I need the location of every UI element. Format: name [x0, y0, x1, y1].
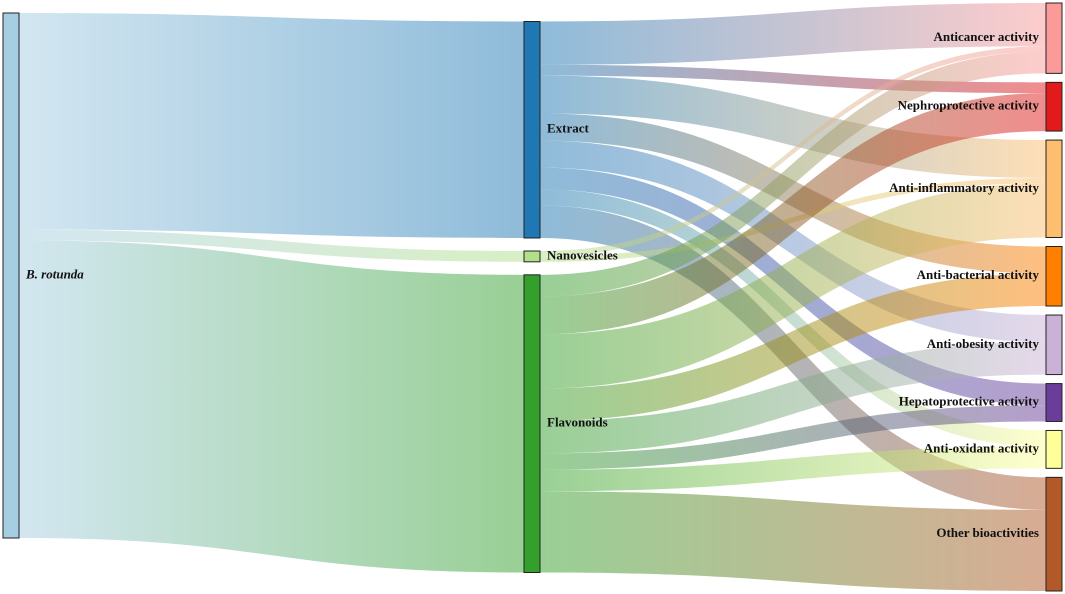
label-hepatoprotective: Hepatoprotective activity — [899, 393, 1040, 408]
links-layer — [19, 3, 1046, 591]
link-b_rotunda-to-nanovesicles — [19, 229, 524, 262]
node-anti_oxidant — [1045, 429, 1063, 469]
node-nanovesicles — [523, 250, 541, 263]
link-extract-to-anti_obesity — [540, 140, 1046, 343]
link-flavonoids-to-anti_obesity — [540, 342, 1046, 454]
link-flavonoids-to-anti_inflammatory — [540, 183, 1046, 389]
link-extract-to-anticancer — [540, 3, 1046, 65]
node-extract — [523, 21, 541, 239]
label-anti_obesity: Anti-obesity activity — [927, 336, 1040, 351]
node-other — [1045, 476, 1063, 592]
label-anticancer: Anticancer activity — [933, 29, 1039, 44]
label-nephroprotective: Nephroprotective activity — [898, 98, 1040, 113]
node-anticancer — [1045, 2, 1063, 74]
node-hepatoprotective — [1045, 383, 1063, 422]
link-flavonoids-to-hepatoprotective — [540, 405, 1046, 470]
label-anti_oxidant: Anti-oxidant activity — [924, 440, 1040, 455]
labels-layer: B. rotundaExtractNanovesiclesFlavonoidsA… — [25, 29, 1039, 540]
label-b_rotunda: B. rotunda — [25, 266, 84, 281]
link-extract-to-anti_oxidant — [540, 189, 1046, 447]
node-b_rotunda — [2, 12, 20, 539]
node-nephroprotective — [1045, 81, 1063, 132]
link-flavonoids-to-anticancer — [540, 51, 1046, 297]
link-flavonoids-to-anti_oxidant — [540, 446, 1046, 492]
label-extract: Extract — [547, 121, 590, 136]
node-anti_inflammatory — [1045, 139, 1063, 238]
label-nanovesicles: Nanovesicles — [547, 247, 618, 262]
label-anti_bacterial: Anti-bacterial activity — [917, 267, 1040, 282]
label-flavonoids: Flavonoids — [547, 415, 608, 430]
link-b_rotunda-to-flavonoids — [19, 240, 524, 573]
node-anti_bacterial — [1045, 245, 1063, 307]
link-flavonoids-to-nephroprotective — [540, 93, 1046, 335]
link-b_rotunda-to-extract — [19, 13, 524, 238]
label-anti_inflammatory: Anti-inflammatory activity — [889, 180, 1039, 195]
node-flavonoids — [523, 274, 541, 573]
node-anti_obesity — [1045, 314, 1063, 376]
link-nanovesicles-to-anticancer — [540, 46, 1046, 257]
label-other: Other bioactivities — [936, 525, 1039, 540]
link-flavonoids-to-other — [540, 491, 1046, 591]
link-flavonoids-to-anti_bacterial — [540, 273, 1046, 421]
